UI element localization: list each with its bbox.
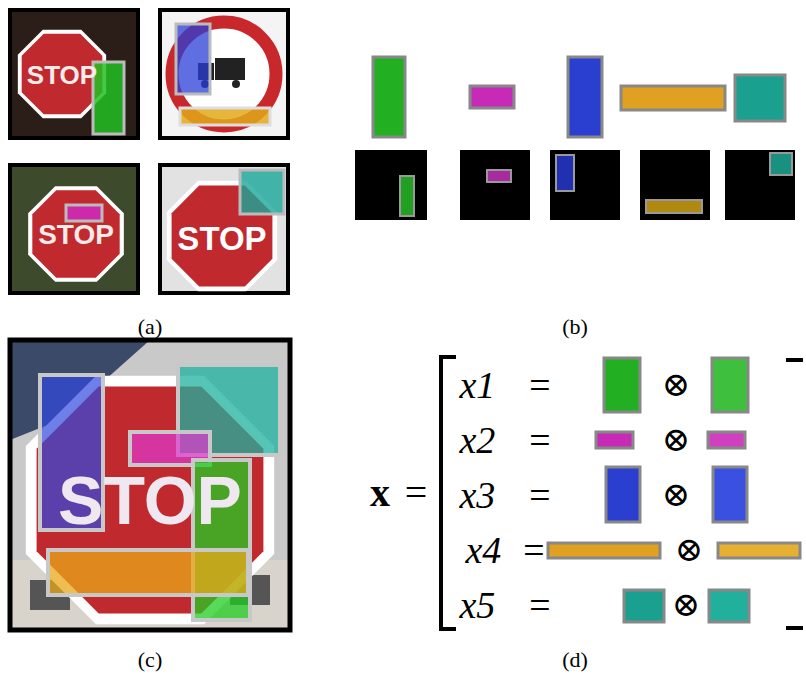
sign-photo (160, 10, 288, 138)
bracket (441, 357, 803, 629)
sign-photo (10, 340, 290, 630)
panel-label: (b) (562, 316, 588, 338)
product-symbol: ⊗ (662, 423, 691, 457)
product-symbol: ⊗ (672, 588, 701, 622)
sign-photo (160, 165, 288, 293)
feature-name: x1 = (459, 366, 552, 404)
vector-symbol: x (370, 473, 390, 513)
panel-label: (c) (138, 649, 162, 671)
sign-text: STOP (177, 222, 266, 255)
equals-sign: = (405, 473, 428, 513)
sign-photo (10, 165, 138, 293)
product-symbol: ⊗ (662, 368, 691, 402)
patch-set (355, 57, 795, 220)
patch-pair (548, 358, 800, 622)
panel-label: (a) (138, 316, 162, 338)
feature-name: x5 = (459, 586, 552, 624)
feature-name: x2 = (459, 421, 552, 459)
panel-label: (d) (562, 649, 588, 671)
sign-text: STOP (27, 62, 97, 88)
sign-text: STOP (38, 221, 114, 249)
product-symbol: ⊗ (662, 478, 691, 512)
sign-photo (10, 10, 138, 138)
feature-name: x4 = (465, 531, 546, 569)
product-symbol: ⊗ (675, 533, 704, 567)
feature-name: x3 = (459, 476, 552, 514)
sign-text: STOP (58, 466, 242, 534)
